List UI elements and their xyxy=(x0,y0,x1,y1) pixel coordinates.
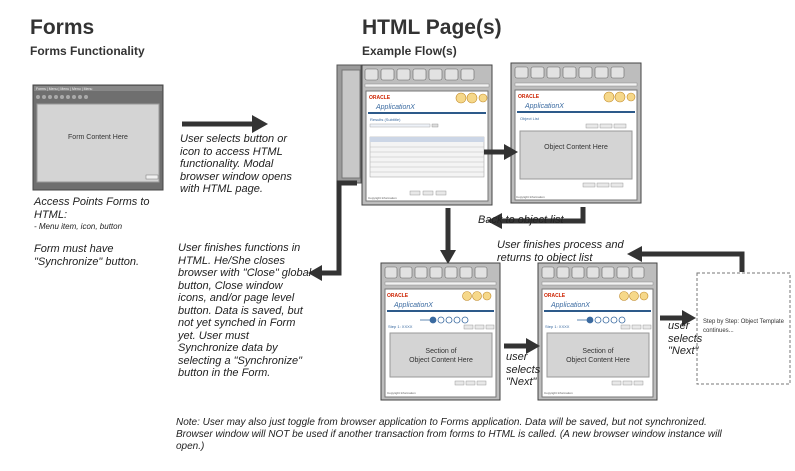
sync-note: Form must have "Synchronize" button. xyxy=(34,243,140,268)
step1-copyright: Copyright Information xyxy=(387,391,416,395)
user-selects-next-2: user selects "Next" xyxy=(668,320,703,357)
svg-text:Section of: Section of xyxy=(425,348,456,355)
footer-note: Note: User may also just toggle from bro… xyxy=(176,417,722,452)
forms-window: Forms | Menu | Menu | Menu | Menu Form C… xyxy=(32,84,164,191)
app-name: ApplicationX xyxy=(550,302,590,309)
object-list-label: Object List xyxy=(520,116,540,121)
oracle-logo: ORACLE xyxy=(544,293,566,299)
step2-copyright: Copyright Information xyxy=(544,391,573,395)
form-content-label: Form Content Here xyxy=(68,134,128,141)
access-points-list: - Menu item, icon, button xyxy=(34,222,123,231)
example-flows-subtitle: Example Flow(s) xyxy=(362,44,457,58)
step1-label: Step 1: XXXX xyxy=(388,324,413,329)
object-content-label: Object Content Here xyxy=(544,144,608,151)
oracle-logo: ORACLE xyxy=(369,95,391,101)
svg-text:Section of: Section of xyxy=(582,348,613,355)
back-to-list-label: Back to object list xyxy=(478,214,564,226)
forms-subtitle: Forms Functionality xyxy=(30,44,145,58)
object-list-copyright: Copyright Information xyxy=(516,195,545,199)
step2-label: Step 1: XXXX xyxy=(545,324,570,329)
svg-text:Object Content Here: Object Content Here xyxy=(409,357,473,364)
app-name: ApplicationX xyxy=(375,104,415,111)
step-template-label: Step by Step: Object Template continues.… xyxy=(703,319,784,334)
user-selects-label: User selects button or icon to access HT… xyxy=(180,133,292,195)
access-points-title: Access Points Forms to HTML: xyxy=(34,196,150,221)
app-name: ApplicationX xyxy=(524,103,564,110)
forms-menu-text: Forms | Menu | Menu | Menu | Menu xyxy=(36,87,92,91)
main-html-window: ORACLE ApplicationX Results (Subtitle) C… xyxy=(336,64,493,206)
oracle-logo: ORACLE xyxy=(387,293,409,299)
user-selects-next-1: user selects "Next" xyxy=(506,351,541,388)
forms-title: Forms xyxy=(30,16,95,39)
html-pages-title: HTML Page(s) xyxy=(362,16,502,39)
svg-text:Object Content Here: Object Content Here xyxy=(566,357,630,364)
finishes-functions-label: User finishes functions in HTML. He/She … xyxy=(178,242,312,379)
finishes-process-label: User finishes process and returns to obj… xyxy=(497,239,624,264)
main-copyright: Copyright Information xyxy=(368,196,397,200)
step-template-box xyxy=(696,272,791,385)
object-list-window: ORACLE ApplicationX Object List Object C… xyxy=(510,62,642,204)
step2-window: ORACLE ApplicationX Step 1: XXXX Section… xyxy=(537,262,658,401)
oracle-logo: ORACLE xyxy=(518,94,540,100)
step1-window: ORACLE ApplicationX Step 1: XXXX Section… xyxy=(380,262,501,401)
app-name: ApplicationX xyxy=(393,302,433,309)
results-label: Results (Subtitle) xyxy=(370,117,401,122)
